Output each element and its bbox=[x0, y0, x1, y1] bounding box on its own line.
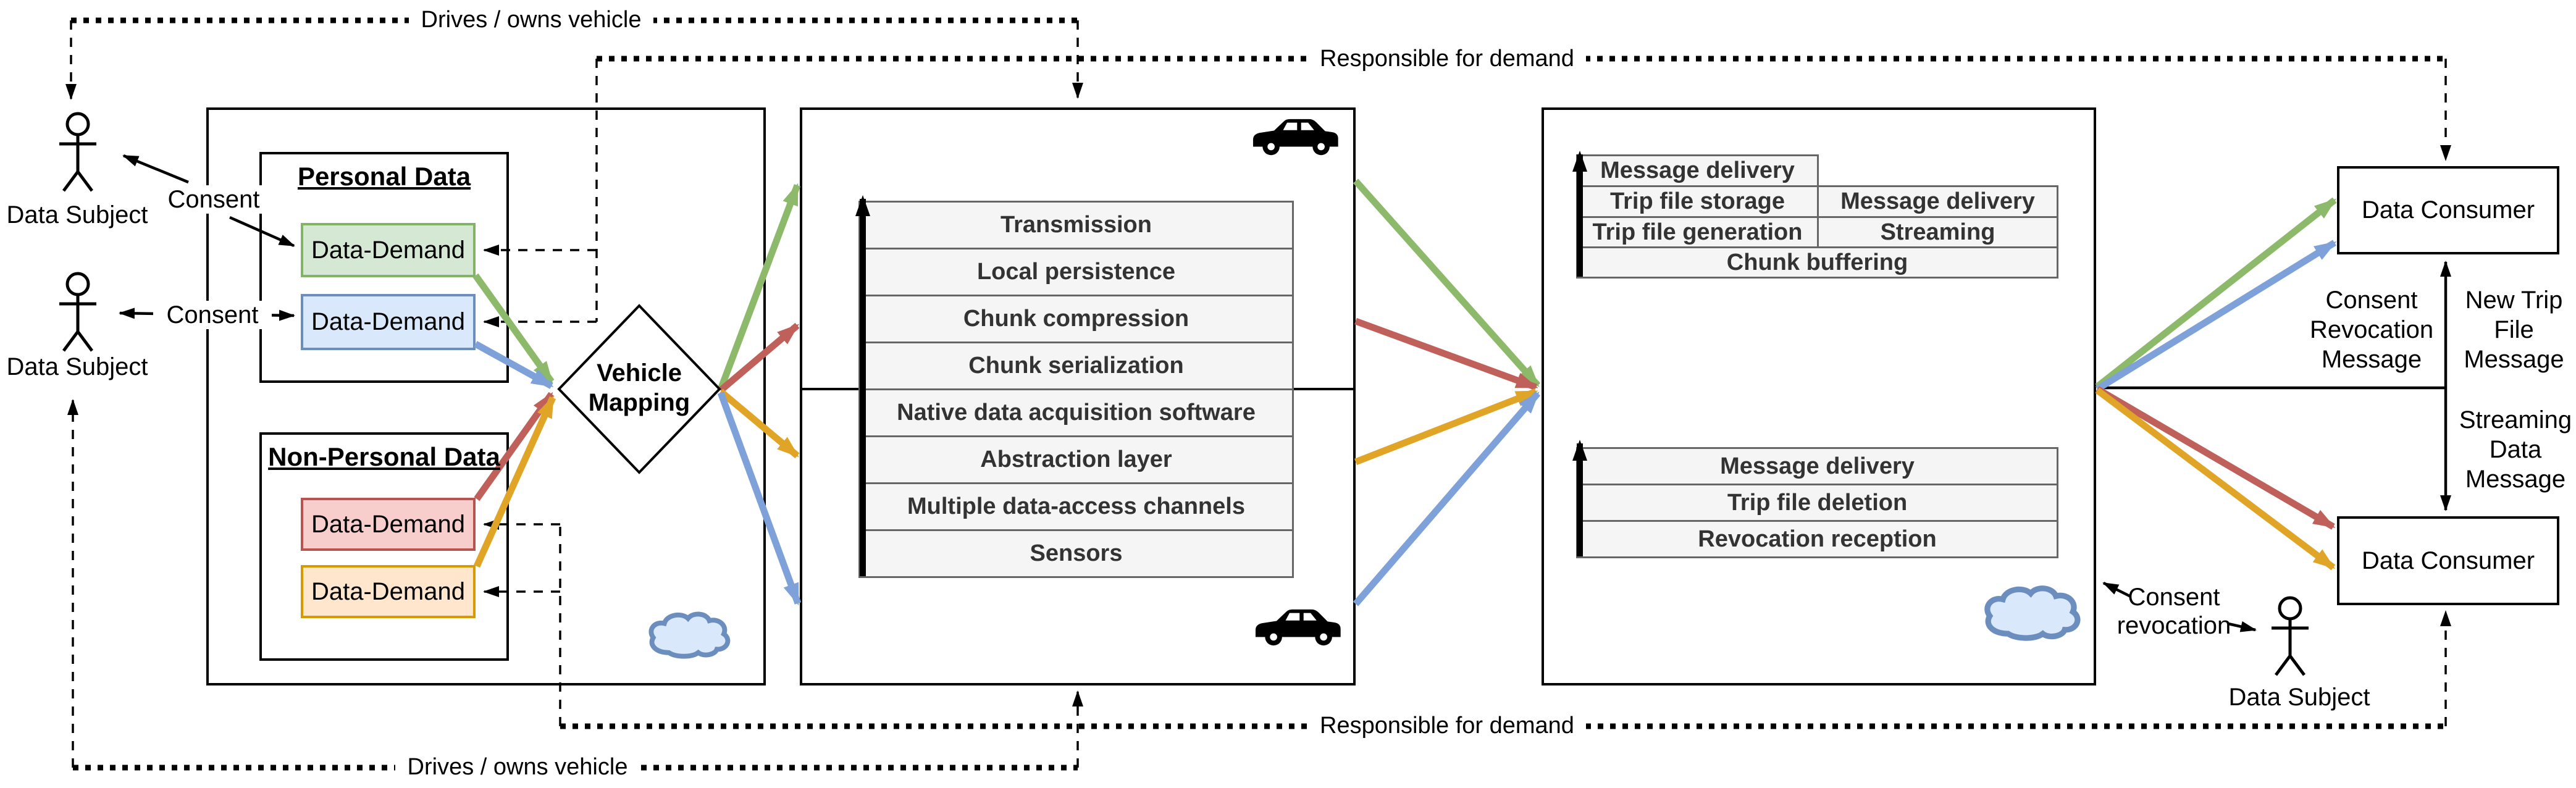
data-consumer-bottom: Data Consumer bbox=[2337, 516, 2559, 605]
red-flow-vehicle-to-backend bbox=[1354, 317, 1538, 391]
backend-revocation-reception: Revocation reception bbox=[1576, 520, 2058, 558]
streaming-data-message-label: Streaming Data Message bbox=[2459, 406, 2572, 493]
personal-data-box bbox=[259, 152, 509, 383]
vehicle-mapping-label: Vehicle Mapping bbox=[588, 359, 690, 416]
personal-data-title: Personal Data bbox=[297, 162, 471, 191]
green-flow-vehicle-to-backend bbox=[1353, 178, 1541, 388]
consent-label-bottom: Consent bbox=[153, 301, 272, 329]
vehicle-layer-transmission: Transmission bbox=[858, 201, 1294, 249]
vehicle-layer-native-daq: Native data acquisition software bbox=[858, 388, 1294, 437]
backend-bottom-message-delivery: Message delivery bbox=[1576, 447, 2058, 485]
data-subject-actor-bottom bbox=[59, 272, 96, 352]
orange-flow-backend-to-consumer bbox=[2095, 387, 2336, 571]
vehicle-layer-chunk-serialization: Chunk serialization bbox=[858, 342, 1294, 390]
consent-revocation-label: Consent revocation bbox=[2117, 584, 2231, 639]
blue-flow-vehicle-to-backend bbox=[1353, 391, 1541, 606]
backend-top-message-delivery: Message delivery bbox=[1576, 154, 1819, 187]
consent-top-to-subject-arrow bbox=[122, 154, 189, 184]
vehicle-layer-abstraction: Abstraction layer bbox=[858, 435, 1294, 484]
vehicle-layer-chunk-compression: Chunk compression bbox=[858, 295, 1294, 343]
data-subject-actor-right bbox=[2272, 596, 2309, 676]
orange-flow-vehicle-to-backend bbox=[1354, 388, 1538, 466]
backend-message-delivery-right: Message delivery bbox=[1817, 185, 2058, 218]
non-personal-data-title: Non-Personal Data bbox=[268, 442, 500, 471]
red-flow-backend-to-consumer bbox=[2096, 386, 2336, 530]
data-subject-label-right: Data Subject bbox=[2228, 684, 2370, 711]
drives-owns-top-label: Drives / owns vehicle bbox=[409, 7, 653, 34]
backend-trip-file-storage: Trip file storage bbox=[1576, 185, 1819, 218]
consent-revocation-message-label: Consent Revocation Message bbox=[2310, 287, 2434, 373]
data-demand-red: Data-Demand bbox=[301, 498, 476, 551]
responsible-top-label: Responsible for demand bbox=[1308, 46, 1586, 73]
data-subject-label-top: Data Subject bbox=[6, 201, 148, 228]
vehicle-layer-local-persistence: Local persistence bbox=[858, 248, 1294, 296]
data-demand-orange: Data-Demand bbox=[301, 565, 476, 618]
green-flow-backend-to-consumer bbox=[2095, 197, 2337, 390]
vehicle-layer-data-access-channels: Multiple data-access channels bbox=[858, 482, 1294, 531]
new-trip-file-message-label: New Trip File Message bbox=[2464, 287, 2564, 373]
backend-trip-file-generation: Trip file generation bbox=[1576, 216, 1819, 248]
data-demand-green: Data-Demand bbox=[301, 223, 476, 277]
vehicle-layer-sensors: Sensors bbox=[858, 529, 1294, 578]
data-consumer-top: Data Consumer bbox=[2337, 166, 2559, 254]
blue-flow-backend-to-consumer bbox=[2096, 240, 2337, 392]
data-subject-actor-top bbox=[59, 112, 96, 192]
consent-label-top: Consent bbox=[154, 185, 273, 214]
responsible-bottom-label: Responsible for demand bbox=[1308, 713, 1586, 740]
data-demand-blue: Data-Demand bbox=[301, 294, 476, 350]
backend-trip-file-deletion: Trip file deletion bbox=[1576, 484, 2058, 522]
backend-streaming: Streaming bbox=[1817, 216, 2058, 248]
backend-chunk-buffering: Chunk buffering bbox=[1576, 246, 2058, 279]
data-subject-label-bottom: Data Subject bbox=[6, 353, 148, 380]
drives-owns-bottom-label: Drives / owns vehicle bbox=[395, 754, 640, 781]
backend-box bbox=[1542, 107, 2096, 685]
